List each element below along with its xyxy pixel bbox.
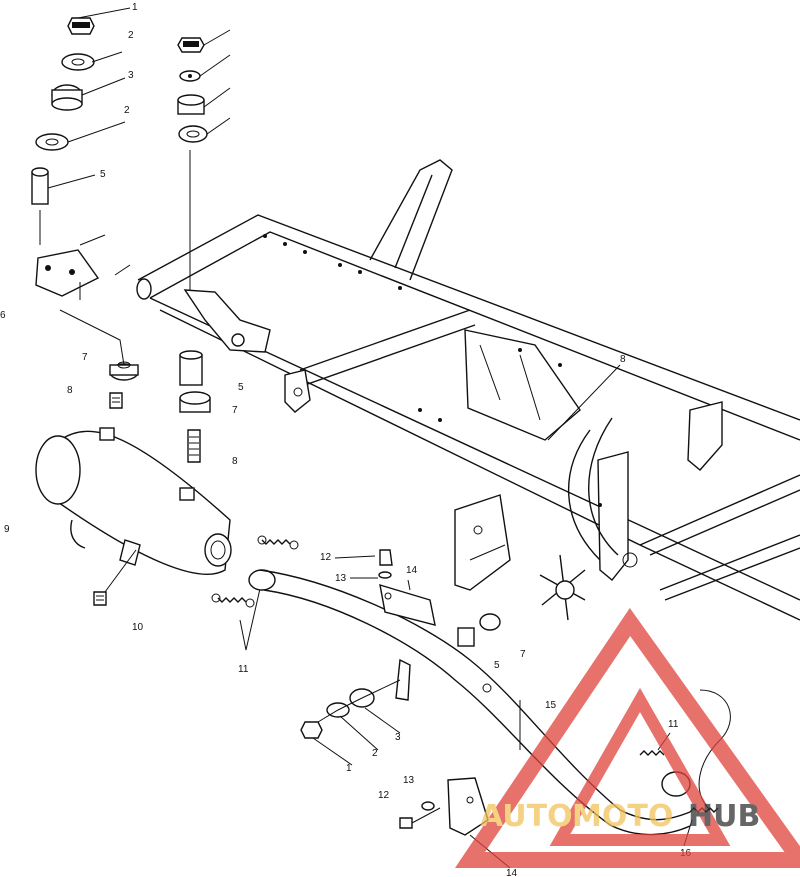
callout-label: 1 bbox=[132, 2, 138, 13]
callout-label: 3 bbox=[128, 70, 134, 81]
callout-label: 5 bbox=[238, 382, 244, 393]
callout-label: 12 bbox=[320, 552, 332, 563]
callout-label: 15 bbox=[545, 700, 557, 711]
callout-label: 2 bbox=[124, 105, 130, 116]
automotohub-logo: AUTO MOTO HUB bbox=[454, 607, 800, 868]
callout-label: 2 bbox=[372, 748, 378, 759]
callout-label: 5 bbox=[494, 660, 500, 671]
callout-label: 11 bbox=[668, 719, 679, 730]
callout-label: 6 bbox=[0, 310, 6, 321]
vehicle-frame bbox=[79, 159, 800, 621]
callout-label: 7 bbox=[232, 405, 238, 416]
callout-label: 14 bbox=[506, 868, 518, 877]
callout-label: 5 bbox=[100, 169, 106, 180]
left-mount-stack bbox=[31, 7, 139, 409]
right-mount-stack bbox=[177, 29, 231, 463]
logo-text-hub: HUB bbox=[688, 799, 760, 834]
lower-hardware bbox=[300, 549, 731, 836]
callout-label: 3 bbox=[395, 732, 401, 743]
muffler bbox=[35, 427, 232, 606]
callout-label: 8 bbox=[67, 385, 73, 396]
logo-text-moto: MOTO bbox=[572, 799, 673, 834]
callout-label: 10 bbox=[132, 622, 144, 633]
callout-label: 13 bbox=[403, 775, 415, 786]
callout-label: 12 bbox=[378, 790, 390, 801]
callout-label: 7 bbox=[82, 352, 88, 363]
logo-text-auto: AUTO bbox=[480, 799, 573, 834]
callout-label: 11 bbox=[238, 664, 249, 675]
callout-label: 13 bbox=[335, 573, 347, 584]
callout-label: 9 bbox=[4, 524, 10, 535]
callout-label: 8 bbox=[232, 456, 238, 467]
callout-label: 14 bbox=[406, 565, 418, 576]
callout-label: 1 bbox=[346, 763, 352, 774]
callout-label: 7 bbox=[520, 649, 526, 660]
callout-label: 8 bbox=[620, 354, 626, 365]
springs bbox=[211, 535, 719, 813]
callout-label: 2 bbox=[128, 30, 134, 41]
